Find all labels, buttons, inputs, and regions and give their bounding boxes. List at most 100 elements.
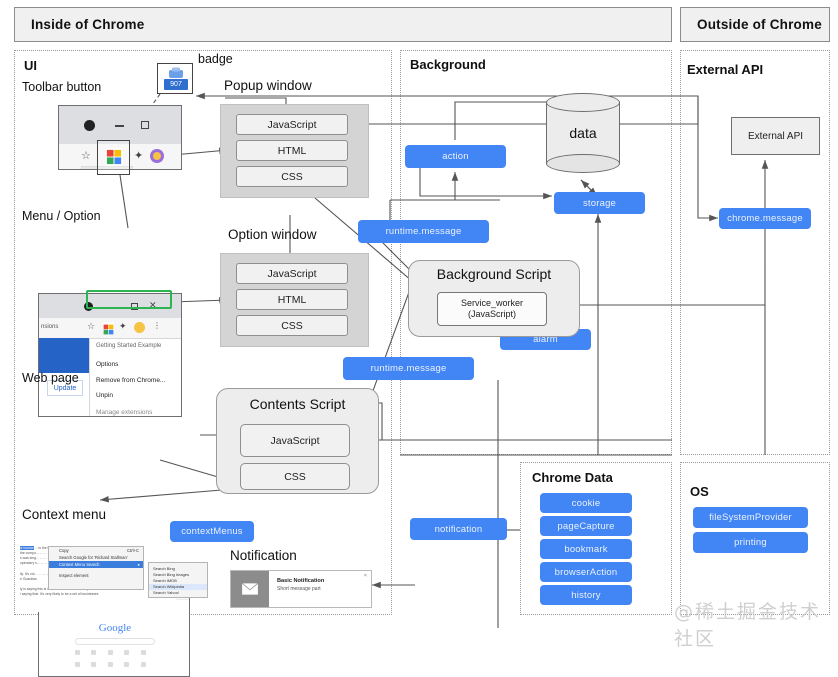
ctx-submenu-arrow: ▸ (137, 562, 140, 567)
data-cylinder: data (546, 93, 620, 175)
menu-item-manage-extensions[interactable]: Manage extensions (96, 409, 153, 416)
service-worker-box[interactable]: Service_worker (JavaScript) (437, 292, 547, 326)
webpage-shortcut-grid (75, 650, 155, 655)
context-menu-item-search-google[interactable]: Search Google for 'Richard Stallman' (59, 555, 128, 560)
extension-puzzle-icon[interactable]: ✦ (134, 150, 144, 162)
menu-mock-avatar (134, 322, 145, 333)
option-window-label: Option window (228, 227, 317, 242)
contents-slot-css[interactable]: CSS (240, 463, 350, 490)
external-api-box[interactable]: External API (731, 117, 820, 155)
cylinder-top (546, 93, 620, 112)
webpage-search-box[interactable] (75, 638, 155, 645)
submenu-item-wikipedia[interactable]: Search Wikipedia (149, 583, 207, 590)
submenu-item-imdb[interactable]: Search IMDB (153, 577, 177, 583)
pill-printing[interactable]: printing (693, 532, 808, 553)
pill-chrome-message[interactable]: chrome.message (719, 208, 811, 229)
context-menu-submenu: Search Bing Search Bing Images Search IM… (148, 562, 208, 598)
pill-page-capture[interactable]: pageCapture (540, 516, 632, 536)
contents-script-title: Contents Script (249, 396, 346, 412)
menu-mock-tab-text: nsions (41, 324, 59, 330)
popup-slot-html[interactable]: HTML (236, 140, 348, 161)
context-menu-popup: Copy Ctrl+C Search Google for 'Richard S… (48, 546, 144, 590)
background-script-title: Background Script (436, 266, 552, 282)
header-outside-of-chrome: Outside of Chrome (680, 7, 830, 42)
context-menu-label: Context menu (22, 507, 107, 522)
web-page-label: Web page (22, 371, 79, 385)
bookmark-star-icon[interactable]: ☆ (81, 150, 91, 162)
extension-dropdown: Getting Started Example Options Remove f… (89, 338, 181, 416)
ctx-submenu-label: Context Menu Search (59, 562, 100, 567)
badge-icon (166, 67, 186, 80)
region-external-api (680, 50, 830, 455)
popup-slot-javascript[interactable]: JavaScript (236, 114, 348, 135)
region-ui-title: UI (24, 58, 37, 73)
pill-history[interactable]: history (540, 585, 632, 605)
region-background-title: Background (410, 57, 486, 72)
notification-subtitle: Short message part (277, 586, 321, 592)
avatar-inner (153, 152, 161, 160)
notification-envelope-icon (231, 571, 269, 607)
minimize-icon (115, 125, 124, 127)
ctx-copy-shortcut: Ctrl+C (127, 548, 139, 553)
context-menu-item-inspect[interactable]: Inspect element (59, 573, 89, 578)
menu-mock-blue-card (39, 338, 89, 373)
badge-count: 907 (164, 79, 188, 90)
webpage-google-logo: Google (98, 622, 132, 634)
badge-chip: 907 (157, 63, 193, 94)
notification-mock: Basic Notification Short message part × (230, 570, 372, 608)
region-chrome-data (520, 462, 672, 615)
pill-notification[interactable]: notification (410, 518, 507, 540)
service-worker-line2: (JavaScript) (467, 309, 516, 319)
notification-label: Notification (230, 548, 297, 563)
menu-mock-puzzle-icon: ✦ (119, 321, 127, 331)
option-slot-css[interactable]: CSS (236, 315, 348, 336)
mock-tab (81, 166, 133, 169)
submenu-item-bing[interactable]: Search Bing (153, 565, 175, 571)
submenu-item-bing-images[interactable]: Search Bing Images (153, 571, 190, 577)
menu-item-remove[interactable]: Remove from Chrome... (96, 377, 166, 384)
context-menu-item-copy[interactable]: Copy Ctrl+C (49, 547, 143, 554)
menu-mock-update-button[interactable]: Update (47, 380, 83, 396)
menu-mock-star-icon: ☆ (87, 321, 96, 331)
menu-mock-titlebar (39, 294, 181, 318)
pill-cookie[interactable]: cookie (540, 493, 632, 513)
cylinder-label: data (569, 125, 597, 141)
notification-title: Basic Notification (277, 578, 325, 584)
pill-action[interactable]: action (405, 145, 506, 168)
submenu-item-yahoo[interactable]: Search Yahoo! (153, 590, 180, 596)
pill-runtime-message-top[interactable]: runtime.message (358, 220, 489, 243)
header-outside-label: Outside of Chrome (697, 17, 822, 32)
popup-window-label: Popup window (224, 78, 312, 93)
header-inside-of-chrome: Inside of Chrome (14, 7, 672, 42)
region-background (400, 50, 672, 455)
menu-item-unpin[interactable]: Unpin (96, 392, 113, 399)
webpage-shortcut-grid-2 (75, 662, 155, 667)
pill-browser-action[interactable]: browserAction (540, 562, 632, 582)
pill-storage[interactable]: storage (554, 192, 645, 214)
menu-item-getting-started[interactable]: Getting Started Example (96, 343, 162, 349)
contents-slot-javascript[interactable]: JavaScript (240, 424, 350, 457)
pill-bookmark[interactable]: bookmark (540, 539, 632, 559)
pill-file-system-provider[interactable]: fileSystemProvider (693, 507, 808, 528)
option-slot-html[interactable]: HTML (236, 289, 348, 310)
menu-mock-close-icon[interactable]: ✕ (149, 300, 157, 310)
ctx-copy-label: Copy (59, 548, 69, 553)
pill-context-menus[interactable]: contextMenus (170, 521, 254, 542)
watermark: @稀土掘金技术社区 (674, 601, 822, 650)
menu-item-options[interactable]: Options (96, 361, 119, 368)
context-menu-item-context-menu-search[interactable]: Context Menu Search ▸ (49, 561, 143, 568)
option-slot-javascript[interactable]: JavaScript (236, 263, 348, 284)
menu-mock-extension-icon (103, 322, 114, 335)
region-chrome-data-title: Chrome Data (532, 470, 613, 485)
service-worker-line1: Service_worker (460, 297, 524, 308)
popup-slot-css[interactable]: CSS (236, 166, 348, 187)
notification-close-icon[interactable]: × (363, 573, 367, 579)
badge-label: badge (198, 52, 233, 66)
header-inside-label: Inside of Chrome (31, 17, 145, 32)
pill-runtime-message-bottom[interactable]: runtime.message (343, 357, 474, 380)
region-external-api-title: External API (687, 62, 764, 77)
chrome-extension-icon[interactable] (105, 148, 123, 166)
options-item-highlight (86, 290, 172, 309)
menu-mock-kebab-icon: ⋮ (153, 321, 161, 330)
toolbar-button-label: Toolbar button (22, 80, 102, 94)
